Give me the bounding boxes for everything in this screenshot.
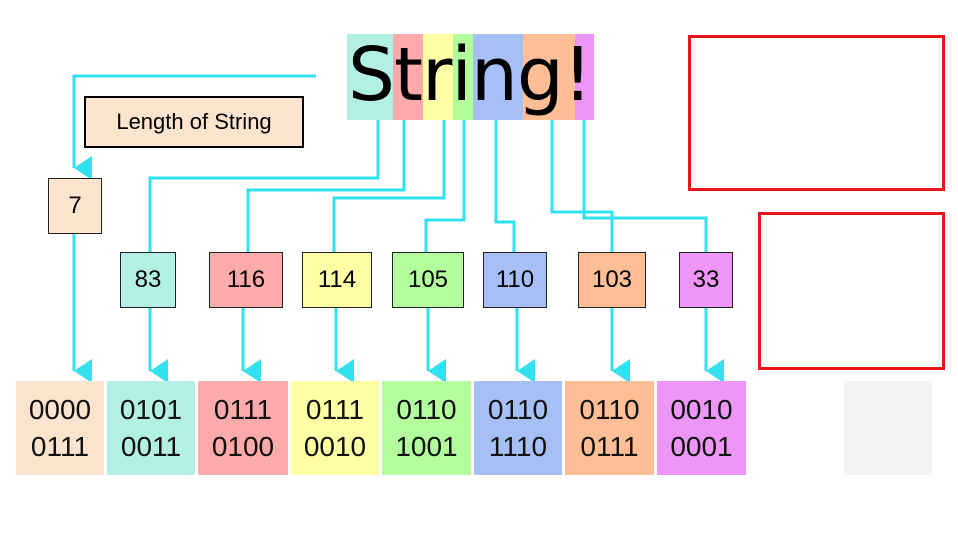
- empty-binary-cell: [844, 381, 932, 475]
- binary-high-nibble: 0110: [396, 394, 457, 425]
- binary-cell-g: 0110 0111: [565, 381, 654, 475]
- binary-cell-excl: 0010 0001: [657, 381, 746, 475]
- binary-cell-length: 0000 0111: [16, 381, 104, 475]
- binary-high-nibble: 0111: [213, 394, 273, 425]
- char-highlight-t: [393, 34, 423, 120]
- binary-cell-r: 0111 0010: [291, 381, 379, 475]
- connector-line-i-top: [424, 120, 466, 252]
- char-code-box-n: 110: [483, 252, 547, 308]
- char-code-box-t: 116: [209, 252, 283, 308]
- binary-low-nibble: 0011: [120, 431, 182, 462]
- binary-low-nibble: 0111: [30, 431, 90, 462]
- length-of-string-label: Length of String: [84, 96, 304, 148]
- connector-line-length-top: [72, 74, 316, 180]
- char-code-box-excl: 33: [679, 252, 733, 308]
- char-code-box-i: 105: [392, 252, 464, 308]
- red-outline-box-top: [688, 35, 945, 191]
- char-highlight-r: [423, 34, 453, 120]
- binary-cell-t: 0111 0100: [198, 381, 288, 475]
- char-code-box-r: 114: [302, 252, 372, 308]
- binary-low-nibble: 0010: [303, 431, 367, 462]
- binary-low-nibble: 1110: [488, 431, 548, 462]
- binary-high-nibble: 0110: [487, 394, 549, 425]
- connector-line-g-top: [550, 120, 614, 252]
- char-highlight-i: [453, 34, 473, 120]
- char-code-box-s: 83: [120, 252, 176, 308]
- binary-high-nibble: 0010: [670, 394, 733, 425]
- string-word: String!: [348, 32, 593, 118]
- connector-line-n-top: [494, 120, 516, 252]
- connector-line-excl-top: [582, 120, 708, 252]
- binary-cell-n: 0110 1110: [474, 381, 562, 475]
- char-highlight-g: [523, 34, 575, 120]
- connector-line-s-top: [148, 120, 380, 252]
- char-highlight-excl: [575, 34, 594, 120]
- length-value-box: 7: [48, 178, 102, 234]
- binary-high-nibble: 0111: [305, 394, 365, 425]
- char-code-box-g: 103: [578, 252, 646, 308]
- binary-high-nibble: 0000: [28, 394, 92, 425]
- binary-cell-i: 0110 1001: [382, 381, 471, 475]
- binary-low-nibble: 0001: [670, 431, 733, 462]
- binary-cell-s: 0101 0011: [107, 381, 195, 475]
- binary-high-nibble: 0101: [119, 394, 183, 425]
- binary-high-nibble: 0110: [579, 394, 640, 425]
- char-highlight-n: [473, 34, 523, 120]
- binary-low-nibble: 0111: [580, 431, 639, 462]
- binary-low-nibble: 1001: [395, 431, 458, 462]
- connector-line-t-top: [246, 120, 406, 252]
- connector-line-r-top: [332, 120, 446, 252]
- binary-low-nibble: 0100: [211, 431, 275, 462]
- char-highlight-s: [347, 34, 393, 120]
- red-outline-box-bottom: [758, 212, 945, 370]
